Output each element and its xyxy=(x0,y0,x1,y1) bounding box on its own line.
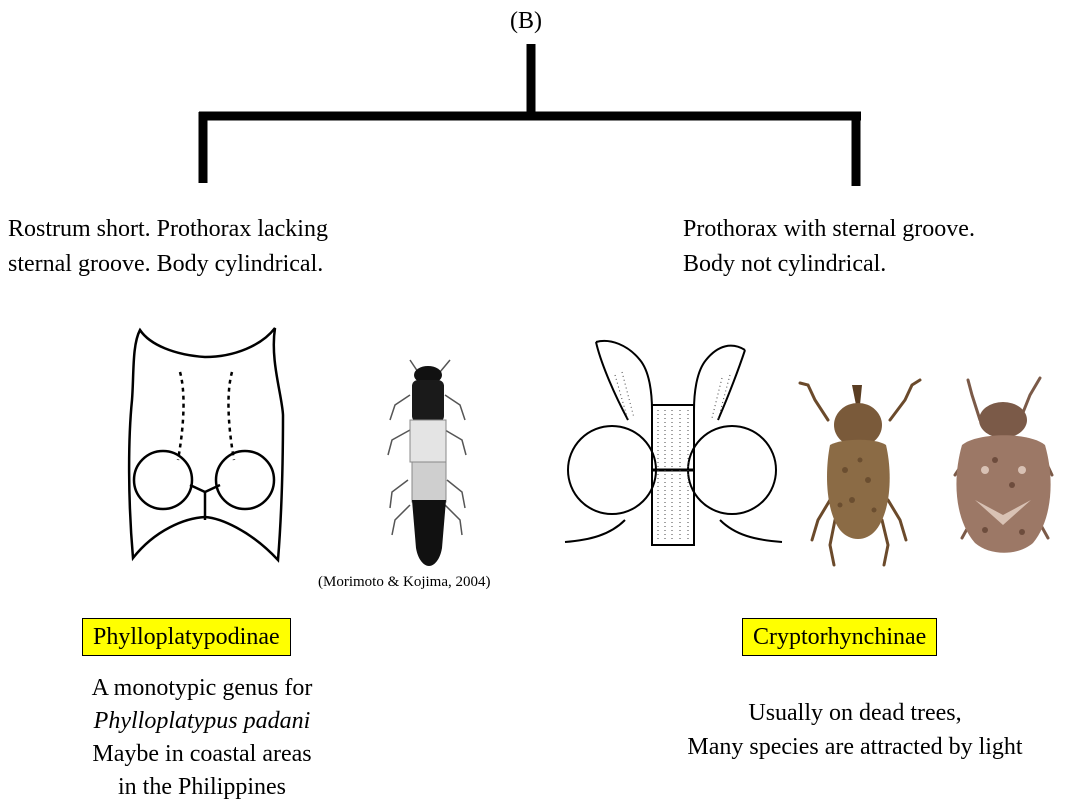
head-outline-drawing-left xyxy=(129,328,283,560)
phylloplatypus-beetle-image xyxy=(388,360,466,566)
left-taxon-notes: A monotypic genus for Phylloplatypus pad… xyxy=(62,672,342,804)
taxon-label-phylloplatypodinae: Phylloplatypodinae xyxy=(82,618,291,656)
right-description-line-1: Prothorax with sternal groove. xyxy=(683,212,975,247)
left-note-line-1: A monotypic genus for xyxy=(62,672,342,705)
left-note-species-name: Phylloplatypus padani xyxy=(62,705,342,738)
right-note-line-2: Many species are attracted by light xyxy=(640,730,1070,764)
right-taxon-notes: Usually on dead trees, Many species are … xyxy=(640,696,1070,764)
right-note-line-1: Usually on dead trees, xyxy=(640,696,1070,730)
left-branch-description: Rostrum short. Prothorax lacking sternal… xyxy=(8,212,328,282)
right-description-line-2: Body not cylindrical. xyxy=(683,247,975,282)
left-description-line-2: sternal groove. Body cylindrical. xyxy=(8,247,328,282)
cryptorhynchinae-weevil-image-2 xyxy=(955,378,1052,553)
left-description-line-1: Rostrum short. Prothorax lacking xyxy=(8,212,328,247)
image-citation: (Morimoto & Kojima, 2004) xyxy=(318,574,491,591)
left-note-line-4: in the Philippines xyxy=(62,771,342,804)
right-branch-description: Prothorax with sternal groove. Body not … xyxy=(683,212,975,282)
left-note-line-3: Maybe in coastal areas xyxy=(62,738,342,771)
branch-bracket xyxy=(199,44,861,186)
cryptorhynchinae-weevil-image-1 xyxy=(800,380,920,565)
taxon-label-cryptorhynchinae: Cryptorhynchinae xyxy=(742,618,937,656)
diagram-label: (B) xyxy=(510,6,542,36)
sternal-groove-drawing-right xyxy=(565,341,782,545)
